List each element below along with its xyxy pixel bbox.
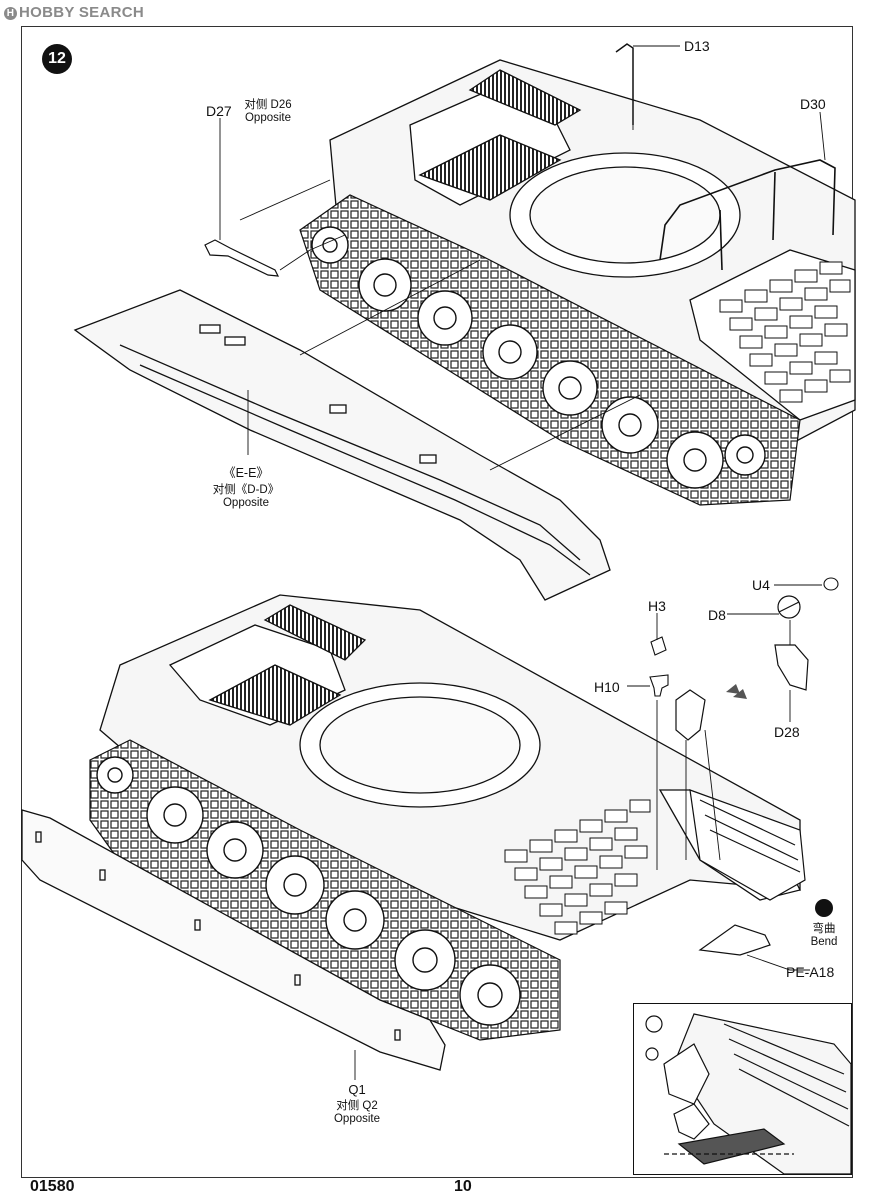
- label-ee-cn: 对侧《D-D》: [212, 484, 280, 496]
- label-q2-en: Opposite: [333, 1113, 381, 1125]
- label-ee-en: Opposite: [222, 497, 270, 509]
- bend-icon: [815, 899, 833, 917]
- label-h3: H3: [648, 598, 666, 614]
- label-d26-en: Opposite: [244, 112, 292, 124]
- label-d27: D27: [206, 103, 232, 119]
- part-pe-a18: [698, 924, 771, 956]
- label-q2-cn: 对侧 Q2: [336, 1100, 378, 1112]
- detail-inset: [633, 1003, 852, 1175]
- page-number: 10: [454, 1178, 472, 1195]
- part-d27: [204, 239, 280, 277]
- part-u4: [823, 577, 839, 591]
- label-bend-group: 弯曲 Bend: [803, 920, 845, 948]
- label-pe-a18: PE-A18: [786, 964, 835, 980]
- arrow-marks: [726, 684, 747, 699]
- part-d28: [774, 644, 809, 691]
- part-d28-bracket: [675, 689, 706, 741]
- part-h3: [650, 636, 667, 656]
- instruction-frame: [21, 26, 853, 1178]
- lower-front-fender: [689, 789, 806, 901]
- part-h10: [649, 674, 669, 697]
- watermark-text: HOBBY SEARCH: [19, 4, 145, 21]
- watermark-badge: H: [4, 7, 17, 20]
- label-q1-group: Q1 对侧 Q2 Opposite: [325, 1082, 389, 1125]
- label-ee-group: 《E-E》 对侧《D-D》 Opposite: [205, 462, 287, 509]
- label-h10: H10: [594, 679, 620, 695]
- upper-reactive-armor: [719, 261, 851, 403]
- label-bend-cn: 弯曲: [812, 923, 836, 935]
- leader-lines-bottom: [354, 584, 822, 1080]
- leader-lines-top: [219, 45, 826, 471]
- part-d8: [777, 595, 801, 619]
- label-ee-main: 《E-E》: [223, 466, 269, 480]
- part-d30: [659, 159, 836, 271]
- lower-road-wheels: [96, 756, 521, 1026]
- label-d26-group: 对侧 D26 Opposite: [240, 96, 296, 124]
- catalog-number: 01580: [30, 1178, 75, 1195]
- label-d8: D8: [708, 607, 726, 623]
- label-d28: D28: [774, 724, 800, 740]
- lower-reactive-armor: [504, 799, 651, 935]
- label-d30: D30: [800, 96, 826, 112]
- step-number-badge: 12: [42, 44, 72, 74]
- fender-part-e-e: [73, 289, 611, 601]
- detail-inset-drawing: [645, 1013, 851, 1174]
- label-q1: Q1: [348, 1082, 366, 1097]
- label-d26-cn: 对侧 D26: [244, 99, 292, 111]
- label-d13: D13: [684, 38, 710, 54]
- label-u4: U4: [752, 577, 770, 593]
- upper-road-wheels: [311, 226, 766, 489]
- side-skirt-q1: [21, 809, 446, 1071]
- label-bend-en: Bend: [810, 936, 838, 948]
- upper-track: [299, 194, 801, 506]
